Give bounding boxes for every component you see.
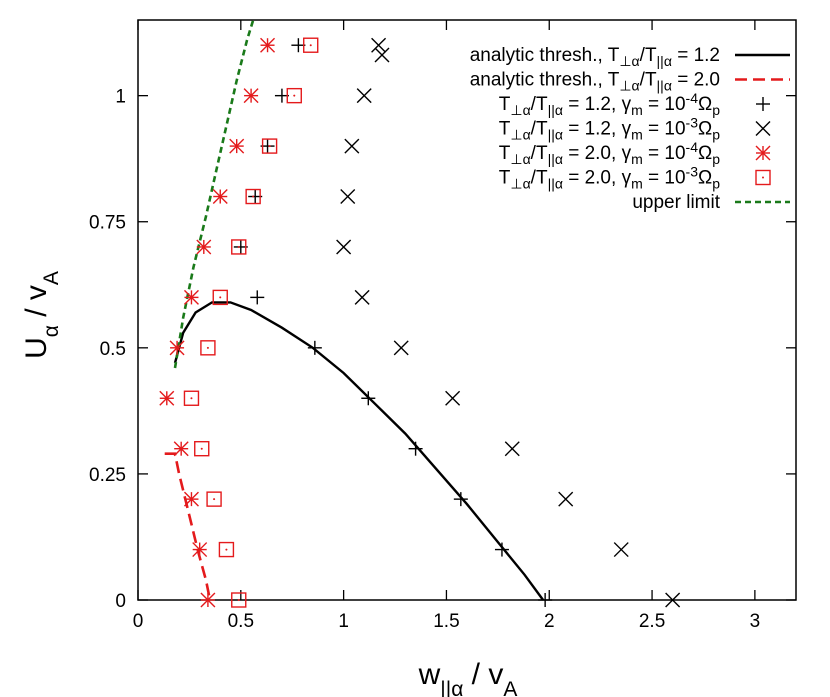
data-point-box_20_1e3 <box>231 239 247 255</box>
plot-frame <box>137 19 797 601</box>
data-point-cross_12_1e3 <box>340 189 356 205</box>
data-point-cross_12_1e3 <box>445 390 461 406</box>
x-tick-label: 2 <box>544 611 555 632</box>
data-point-star_20_1e4 <box>159 390 175 406</box>
data-point-cross_12_1e3 <box>665 592 681 608</box>
data-point-plus_12_1e4 <box>408 441 423 456</box>
y-tick-label: 1 <box>115 87 126 108</box>
legend-entry-cross_1e3_a: analytic thresh., T⊥α/T||α = 1.2 <box>374 45 790 69</box>
y-axis-title: Uα / vA <box>20 271 63 359</box>
x-tick-label: 1 <box>338 611 349 632</box>
data-point-box_20_1e3 <box>212 289 228 306</box>
legend-label: analytic thresh., T⊥α/T||α = 2.0 <box>470 70 720 94</box>
data-point-cross_12_1e3 <box>354 289 370 305</box>
y-tick-label: 0.5 <box>100 339 126 360</box>
data-point-star_20_1e4 <box>196 239 212 255</box>
x-tick-label: 0 <box>133 611 144 632</box>
legend-label: upper limit <box>632 192 720 213</box>
data-point-cross_12_1e3 <box>613 542 629 558</box>
legend-marker-x-marker <box>755 121 771 136</box>
legend-entry-box_20_1e3: T⊥α/T||α = 2.0, γm = 10-3Ωp <box>499 164 771 192</box>
data-point-plus_12_1e4 <box>250 290 265 305</box>
data-point-box_20_1e3 <box>303 37 319 53</box>
data-point-box_20_1e3 <box>183 390 200 406</box>
x-tick-label: 2.5 <box>639 611 665 632</box>
data-point-star_20_1e4 <box>192 542 208 558</box>
data-point-plus_12_1e4 <box>538 593 553 607</box>
legend-entry-upper: upper limit <box>632 192 790 213</box>
legend-label: T⊥α/T||α = 1.2, γm = 10-4Ωp <box>499 90 720 118</box>
x-tick-label: 1.5 <box>433 611 459 632</box>
legend-entry-cross_12_1e3: T⊥α/T||α = 1.2, γm = 10-3Ωp <box>499 115 771 143</box>
legend-entry-star_20_1e4: T⊥α/T||α = 2.0, γm = 10-4Ωp <box>499 139 771 167</box>
data-point-star_20_1e4 <box>260 37 276 53</box>
data-point-box_20_1e3 <box>261 138 278 154</box>
legend-marker-cross <box>374 47 390 63</box>
data-point-box_20_1e3 <box>194 440 210 457</box>
data-point-cross_12_1e3 <box>336 239 352 255</box>
y-tick-label: 0 <box>115 591 126 612</box>
series-layer <box>159 19 681 608</box>
legend-label: T⊥α/T||α = 2.0, γm = 10-3Ωp <box>499 164 720 192</box>
series-line-analytic_12 <box>173 301 545 601</box>
data-point-star_20_1e4 <box>183 289 199 305</box>
data-point-box_20_1e3 <box>200 340 216 356</box>
data-point-star_20_1e4 <box>169 340 185 356</box>
data-point-cross_12_1e3 <box>393 340 409 356</box>
data-point-star_20_1e4 <box>229 138 245 154</box>
data-point-cross_12_1e3 <box>558 491 574 507</box>
axis-ticks: 0 0.5 1 1.5 2 2.5 3 0 0.25 0.5 0.75 1 <box>89 20 796 632</box>
y-tick-label: 0.75 <box>89 213 126 234</box>
data-point-star_20_1e4 <box>243 88 259 104</box>
data-point-box_20_1e3 <box>245 188 261 205</box>
legend-label: T⊥α/T||α = 1.2, γm = 10-3Ωp <box>499 115 720 143</box>
legend-marker-box <box>755 169 771 186</box>
data-point-plus_12_1e4 <box>494 542 509 557</box>
data-point-star_20_1e4 <box>173 441 189 457</box>
x-axis-title: w||α / vA <box>418 658 518 697</box>
x-tick-label: 3 <box>750 611 761 632</box>
legend-entry-analytic_20: analytic thresh., T⊥α/T||α = 2.0 <box>470 70 790 94</box>
series-line-upper <box>173 19 255 369</box>
legend: analytic thresh., T⊥α/T||α = 1.2analytic… <box>374 45 790 213</box>
data-point-star_20_1e4 <box>212 189 228 205</box>
legend-marker-plus <box>756 97 770 111</box>
data-point-box_20_1e3 <box>206 491 222 507</box>
data-point-cross_12_1e3 <box>371 37 387 53</box>
legend-entry-plus_12_1e4: T⊥α/T||α = 1.2, γm = 10-4Ωp <box>499 90 770 118</box>
legend-label: T⊥α/T||α = 2.0, γm = 10-4Ωp <box>499 139 720 167</box>
data-point-cross_12_1e3 <box>356 88 372 104</box>
data-point-plus_12_1e4 <box>453 492 468 507</box>
data-point-plus_12_1e4 <box>307 340 322 355</box>
data-point-plus_12_1e4 <box>361 391 376 406</box>
legend-marker-star <box>755 145 771 161</box>
data-point-box_20_1e3 <box>286 87 302 104</box>
data-point-cross_12_1e3 <box>504 441 520 457</box>
data-point-star_20_1e4 <box>183 491 199 507</box>
data-point-cross_12_1e3 <box>344 138 360 154</box>
y-tick-label: 0.25 <box>89 465 126 486</box>
data-point-box_20_1e3 <box>231 592 247 608</box>
x-tick-label: 0.5 <box>228 611 254 632</box>
legend-label: analytic thresh., T⊥α/T||α = 1.2 <box>470 45 720 69</box>
data-point-box_20_1e3 <box>218 541 235 558</box>
series-line-analytic_20 <box>164 452 212 601</box>
data-point-star_20_1e4 <box>200 592 216 608</box>
